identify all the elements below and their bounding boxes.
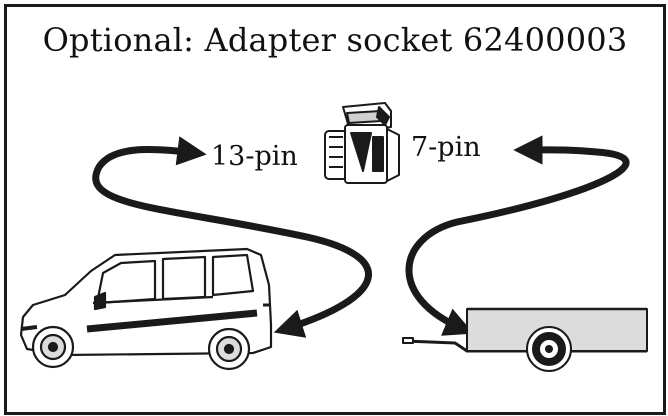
trailer-icon [402,307,648,372]
arrow-left-curve [92,136,372,338]
label-13-pin: 13-pin [211,141,298,172]
adapter-socket-icon [324,102,400,184]
diagram-canvas: 13-pin 7-pin [19,102,648,372]
diagram-title: Optional: Adapter socket 62400003 [42,21,628,59]
van-icon [19,247,273,371]
arrow-right-curve [405,135,630,336]
label-7-pin: 7-pin [411,132,481,163]
diagram-frame: Optional: Adapter socket 62400003 13-pin… [4,4,666,415]
